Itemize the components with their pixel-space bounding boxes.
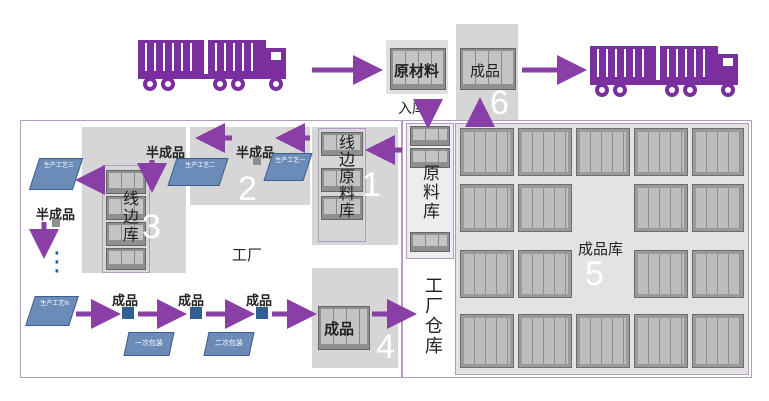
- pallet: [321, 168, 363, 192]
- rack: [576, 314, 630, 368]
- pallet: [410, 148, 450, 168]
- rack: [518, 184, 572, 232]
- finished-box-label: 成品: [324, 321, 355, 338]
- rack: [634, 314, 688, 368]
- rack: [460, 250, 514, 298]
- warehouse-border: [401, 120, 752, 378]
- rack: [634, 250, 688, 298]
- rack: [692, 184, 744, 232]
- raw-material-label: 原材料: [394, 63, 440, 80]
- rack: [518, 128, 572, 176]
- line-store-border: [102, 165, 150, 273]
- zone-number-5: 5: [585, 255, 604, 293]
- finished-box-b: [190, 307, 202, 319]
- line-raw-border: [318, 128, 366, 242]
- pallet: [106, 196, 146, 220]
- rack: [692, 128, 744, 176]
- zone-number-4: 4: [376, 328, 395, 366]
- finished-box-a: [122, 307, 134, 319]
- semi-product-2: 半成品: [146, 145, 186, 160]
- rack: [634, 128, 688, 176]
- pallet: [321, 196, 363, 220]
- line-store-label: 线边库: [120, 190, 137, 244]
- rack: [460, 184, 514, 232]
- line-raw-label: 线边原料库: [336, 134, 353, 219]
- zone-number-3: 3: [142, 208, 161, 246]
- finished-pallet: [318, 306, 370, 350]
- rack: [692, 250, 744, 298]
- pallet: [106, 222, 146, 246]
- finished-box-c: [256, 307, 268, 319]
- factory-border: [20, 120, 403, 378]
- semi-product-3: 半成品: [36, 207, 76, 222]
- zone-number-1: 1: [362, 166, 381, 204]
- truck-out-icon: [590, 46, 738, 97]
- finished-top-label: 成品: [470, 63, 501, 80]
- rack: [692, 314, 744, 368]
- semi-box: [253, 157, 261, 165]
- factory-label: 工厂: [232, 247, 263, 264]
- raw-material-pallet: [390, 48, 446, 90]
- rack: [576, 128, 630, 176]
- rack: [460, 128, 514, 176]
- pallet: [321, 132, 363, 156]
- pallet: [410, 232, 450, 252]
- rack: [518, 314, 572, 368]
- factory-warehouse-label: 工厂仓库: [423, 276, 443, 356]
- finished-top-pallet: [460, 48, 516, 90]
- zone-number-2: 2: [238, 170, 257, 208]
- rack: [634, 184, 688, 232]
- rack: [518, 250, 572, 298]
- truck-in-icon: [138, 40, 286, 91]
- semi-box: [52, 219, 60, 227]
- finished-store-label: 成品库: [578, 241, 624, 258]
- raw-store-label: 原料库: [420, 164, 439, 221]
- semi-product-1: 半成品: [236, 145, 276, 160]
- rack: [460, 314, 514, 368]
- pallet: [106, 248, 146, 270]
